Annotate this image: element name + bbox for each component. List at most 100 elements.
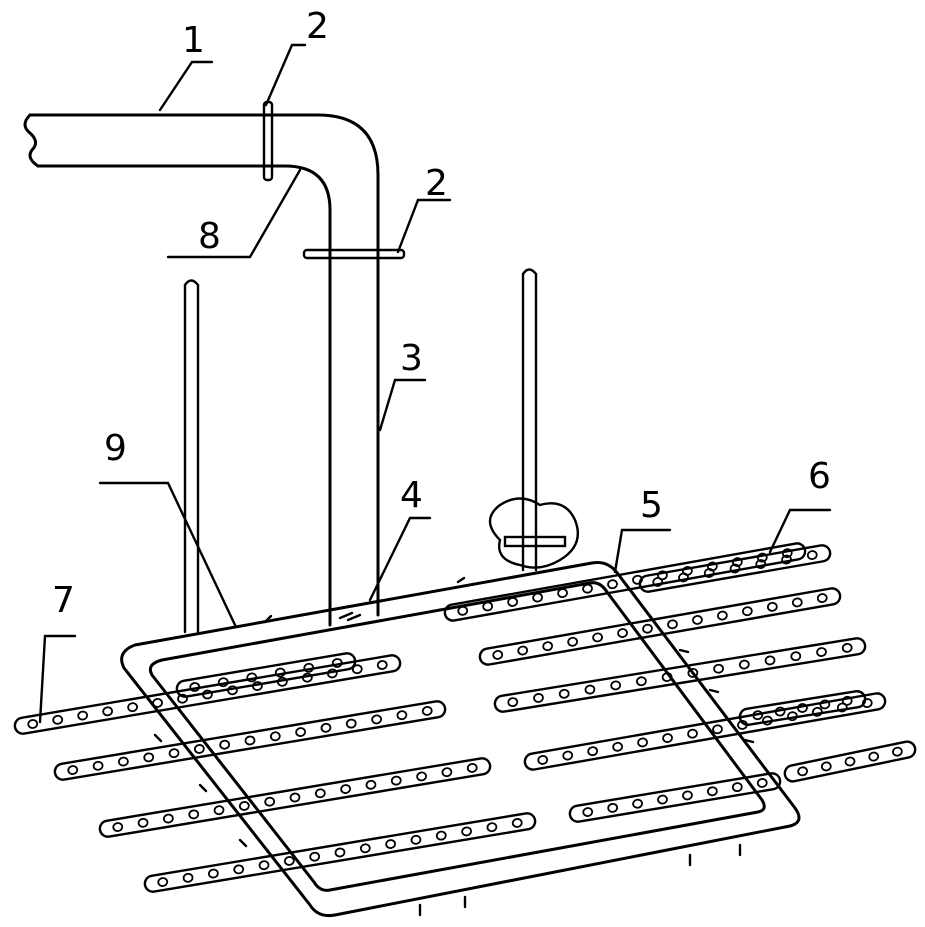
perforation-hole bbox=[652, 577, 664, 587]
perforation-hole bbox=[331, 658, 343, 668]
perforation-hole bbox=[811, 706, 823, 717]
perforation-hole bbox=[567, 636, 579, 647]
branch-pipe bbox=[143, 812, 537, 893]
perforation-hole bbox=[820, 761, 832, 772]
label-5: 5 bbox=[640, 485, 663, 526]
perforation-hole bbox=[246, 672, 258, 683]
perforation-hole bbox=[687, 668, 699, 678]
perforation-hole bbox=[692, 615, 703, 625]
perforation-hole bbox=[102, 706, 114, 717]
perforation-hole bbox=[390, 775, 402, 786]
perforation-hole bbox=[557, 588, 568, 599]
perforation-hole bbox=[295, 727, 307, 737]
perforation-hole bbox=[202, 689, 213, 700]
perforation-hole bbox=[797, 766, 809, 777]
label-1: 1 bbox=[182, 20, 205, 61]
perforation-hole bbox=[786, 711, 798, 722]
branch-pipe-body bbox=[568, 772, 782, 823]
perforation-hole bbox=[781, 554, 792, 565]
perforation-hole bbox=[410, 834, 422, 845]
perforation-hole bbox=[632, 798, 643, 809]
perforation-hole bbox=[177, 693, 188, 704]
perforation-hole bbox=[309, 851, 321, 862]
ring-manifold bbox=[120, 561, 801, 917]
perforation-hole bbox=[678, 572, 689, 583]
branch-pipe bbox=[523, 692, 887, 771]
perforation-hole bbox=[657, 570, 668, 581]
branch-pipe bbox=[738, 690, 867, 726]
perforation-hole bbox=[841, 695, 853, 706]
perforation-hole bbox=[157, 877, 169, 887]
perforation-hole bbox=[662, 733, 673, 743]
perforation-hole bbox=[703, 568, 715, 578]
perforation-hole bbox=[562, 750, 574, 761]
branch-pipe-body bbox=[53, 700, 447, 781]
perforation-hole bbox=[326, 668, 338, 679]
perforation-hole bbox=[457, 605, 469, 616]
flange-vertical bbox=[302, 248, 406, 260]
perforation-hole bbox=[766, 601, 778, 612]
perforation-hole bbox=[738, 659, 750, 670]
perforation-hole bbox=[314, 788, 326, 799]
branch-pipe bbox=[53, 700, 447, 781]
perforation-hole bbox=[143, 752, 155, 763]
perforation-hole bbox=[466, 763, 478, 773]
perforation-hole bbox=[27, 719, 39, 729]
support-rod-left bbox=[183, 279, 200, 634]
perforation-hole bbox=[345, 718, 357, 729]
perforation-hole bbox=[868, 751, 880, 762]
perforation-hole bbox=[682, 790, 693, 801]
label-3: 3 bbox=[400, 338, 423, 379]
perforation-hole bbox=[797, 703, 808, 713]
perforation-hole bbox=[542, 641, 554, 652]
branch-pipe-body bbox=[783, 740, 917, 783]
perforation-hole bbox=[359, 843, 371, 854]
perforation-hole bbox=[492, 649, 504, 660]
inlet-pipe bbox=[23, 113, 380, 627]
perforation-hole bbox=[334, 847, 346, 858]
perforation-hole bbox=[283, 856, 295, 866]
perforation-hole bbox=[755, 559, 767, 569]
perforation-hole bbox=[416, 771, 427, 782]
perforation-hole bbox=[152, 698, 163, 708]
perforation-hole bbox=[137, 817, 149, 828]
branch-pipe bbox=[175, 652, 357, 698]
perforation-hole bbox=[208, 868, 219, 879]
perforation-hole bbox=[532, 592, 544, 603]
perforation-hole bbox=[365, 779, 377, 790]
perforation-hole bbox=[421, 706, 433, 716]
perforation-hole bbox=[791, 597, 803, 608]
perforation-hole bbox=[320, 722, 332, 733]
perforation-hole bbox=[712, 724, 723, 735]
perforation-hole bbox=[227, 685, 238, 696]
perforation-hole bbox=[667, 619, 678, 630]
perforation-hole bbox=[517, 645, 529, 656]
perforation-hole bbox=[92, 760, 104, 771]
perforation-hole bbox=[52, 714, 64, 725]
perforation-hole bbox=[351, 664, 363, 675]
perforation-hole bbox=[303, 662, 315, 673]
perforation-hole bbox=[507, 697, 519, 708]
perforation-hole bbox=[612, 741, 624, 752]
perforation-hole bbox=[511, 818, 523, 828]
branch-pipe-body bbox=[523, 692, 887, 771]
perforation-hole bbox=[193, 744, 205, 754]
perforation-hole bbox=[112, 822, 124, 832]
perforation-hole bbox=[244, 735, 256, 746]
perforation-hole bbox=[607, 802, 619, 813]
perforation-hole bbox=[118, 756, 129, 767]
perforation-hole bbox=[340, 784, 352, 794]
perforation-hole bbox=[752, 710, 764, 721]
perforation-hole bbox=[77, 710, 89, 721]
branch-pipe bbox=[568, 772, 782, 823]
perforation-hole bbox=[396, 710, 408, 721]
branch-pipe-body bbox=[98, 757, 492, 838]
branch-pipe bbox=[638, 544, 832, 593]
perforation-hole bbox=[533, 693, 544, 703]
perforation-hole bbox=[836, 702, 848, 713]
clamp bbox=[488, 497, 580, 569]
branch-pipe-body bbox=[738, 690, 867, 726]
label-7: 7 bbox=[52, 580, 75, 621]
perforation-hole bbox=[584, 684, 596, 695]
branch-pipe-body bbox=[493, 637, 867, 713]
